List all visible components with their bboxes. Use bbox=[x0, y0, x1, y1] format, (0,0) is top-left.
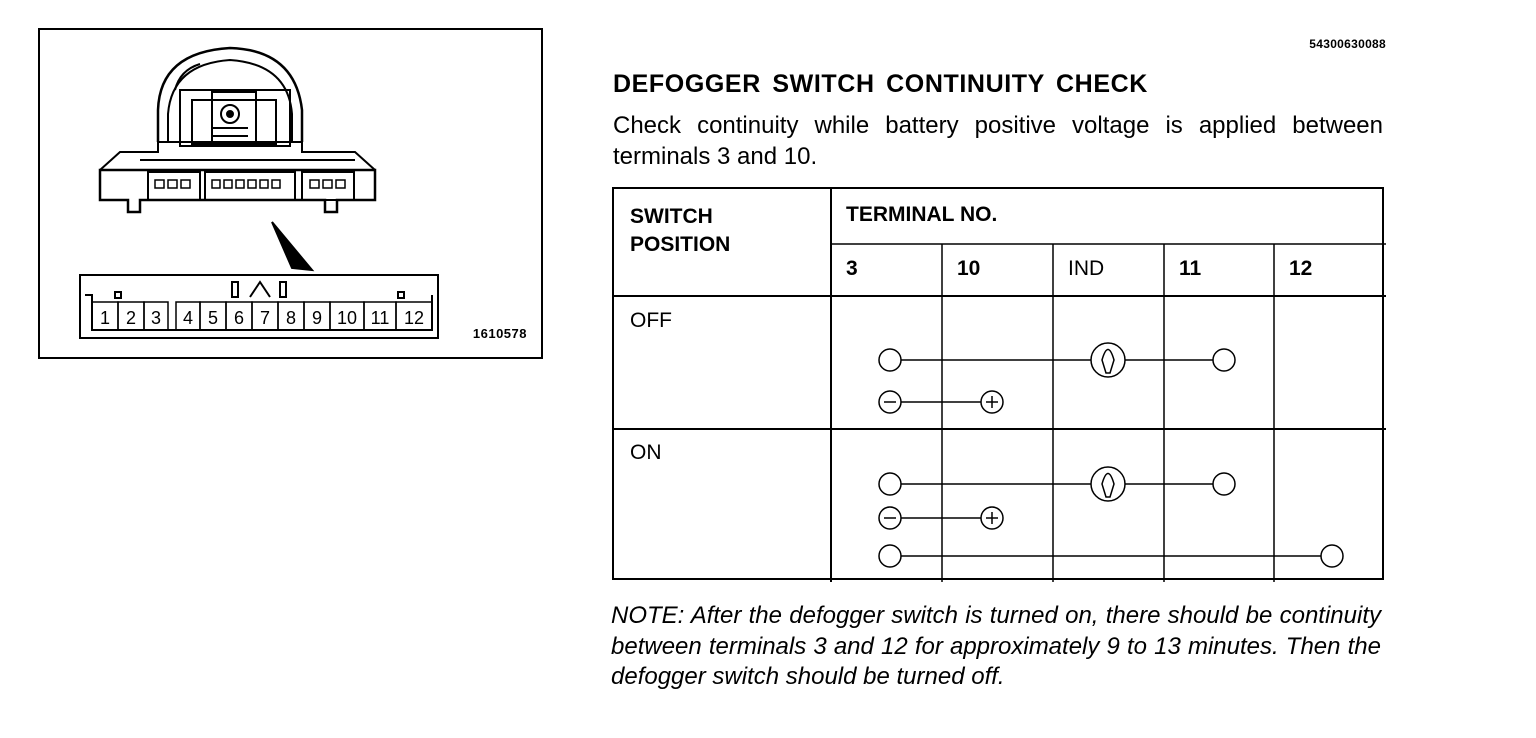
plus-circle-icon bbox=[980, 506, 1004, 530]
row-off-label: OFF bbox=[630, 309, 672, 332]
pin-number-label: 4 bbox=[183, 308, 193, 328]
figure-code: 1610578 bbox=[472, 326, 527, 341]
pin-number-label: 2 bbox=[126, 308, 136, 328]
circle-icon bbox=[1212, 472, 1236, 496]
terminal-no-header: TERMINAL NO. bbox=[846, 203, 998, 226]
terminal-12-header: 12 bbox=[1289, 257, 1313, 280]
pin-number-label: 1 bbox=[100, 308, 110, 328]
pin-number-label: 12 bbox=[404, 308, 424, 328]
indicator-lamp-icon bbox=[1090, 466, 1126, 502]
header-switch-line1: SWITCH bbox=[630, 205, 713, 228]
note-paragraph: NOTE: After the defogger switch is turne… bbox=[611, 602, 1381, 690]
minus-circle-icon bbox=[878, 390, 902, 414]
pin-number-label: 11 bbox=[371, 308, 390, 328]
circle-icon bbox=[878, 348, 902, 372]
indicator-lamp-icon bbox=[1090, 342, 1126, 378]
table-grid bbox=[614, 189, 1386, 582]
pin-number-label: 6 bbox=[234, 308, 244, 328]
off-row-diagram bbox=[878, 342, 1236, 414]
terminal-11-header: 11 bbox=[1179, 257, 1202, 280]
row-on-label: ON bbox=[630, 441, 662, 464]
on-row-diagram bbox=[878, 466, 1344, 568]
pin-number-label: 3 bbox=[151, 308, 161, 328]
terminal-10-header: 10 bbox=[957, 257, 981, 280]
intro-paragraph: Check continuity while battery positive … bbox=[613, 112, 1383, 170]
page-title: DEFOGGER SWITCH CONTINUITY CHECK bbox=[613, 70, 1148, 98]
document-id: 54300630088 bbox=[1309, 37, 1386, 51]
continuity-table: SWITCH POSITION TERMINAL NO. 3 10 IND 11… bbox=[612, 187, 1386, 582]
pin-number-label: 8 bbox=[286, 308, 296, 328]
pin-number-label: 9 bbox=[312, 308, 322, 328]
pin-number-label: 5 bbox=[208, 308, 218, 328]
circle-icon bbox=[1320, 544, 1344, 568]
circle-icon bbox=[878, 472, 902, 496]
pin-number-label: 10 bbox=[337, 308, 357, 328]
terminal-ind-header: IND bbox=[1068, 257, 1105, 280]
circle-icon bbox=[1212, 348, 1236, 372]
plus-circle-icon bbox=[980, 390, 1004, 414]
circle-icon bbox=[878, 544, 902, 568]
terminal-3-header: 3 bbox=[846, 257, 858, 280]
pin-number-label: 7 bbox=[260, 308, 270, 328]
header-switch-line2: POSITION bbox=[630, 233, 731, 256]
switch-position-header: SWITCH POSITION bbox=[630, 203, 730, 259]
minus-circle-icon bbox=[878, 506, 902, 530]
